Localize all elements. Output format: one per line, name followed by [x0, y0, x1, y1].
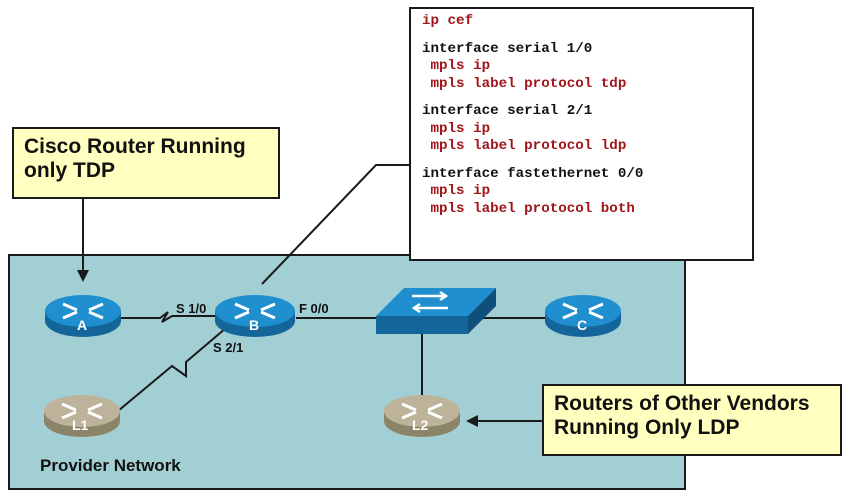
tdp-arrowhead	[77, 270, 89, 282]
config-callout: ip cef interface serial 1/0 mpls ip mpls …	[409, 7, 754, 261]
config-line: mpls ip	[422, 58, 491, 74]
config-gap	[422, 156, 752, 166]
config-pointer-line	[261, 164, 409, 285]
config-gap	[422, 93, 752, 103]
router-l2-icon	[384, 395, 460, 437]
ldp-callout-line-1: Routers of Other Vendors	[554, 392, 810, 415]
router-l2-label: L2	[412, 417, 429, 433]
interface-s21-label: S 2/1	[213, 340, 244, 355]
config-line: mpls label protocol both	[422, 200, 635, 217]
config-gap	[422, 31, 752, 41]
router-c-icon	[545, 295, 621, 337]
router-a-label: A	[77, 317, 88, 333]
interface-s10-label: S 1/0	[176, 301, 207, 316]
router-c-label: C	[577, 317, 588, 333]
tdp-callout-line-2: only TDP	[24, 159, 116, 182]
config-line: interface serial 1/0	[422, 40, 593, 57]
interface-f00-label: F 0/0	[299, 301, 329, 316]
provider-network-label: Provider Network	[40, 456, 181, 475]
switch-icon	[376, 288, 496, 334]
router-b-label: B	[249, 317, 260, 333]
config-line: interface fastethernet 0/0	[422, 165, 644, 182]
config-line: ip cef	[422, 13, 474, 29]
router-b-icon	[215, 295, 295, 337]
config-line: mpls ip	[422, 183, 491, 199]
tdp-callout: Cisco Router Running only TDP	[12, 127, 280, 199]
link-b-l1	[117, 327, 227, 412]
config-line: mpls label protocol tdp	[422, 75, 627, 92]
router-l1-icon	[44, 395, 120, 437]
config-line: interface serial 2/1	[422, 103, 593, 119]
link-a-b	[118, 311, 218, 323]
ldp-callout-line-2: Running Only LDP	[554, 416, 740, 439]
ldp-callout: Routers of Other Vendors Running Only LD…	[542, 384, 842, 456]
router-l1-label: L1	[72, 417, 89, 433]
tdp-callout-line-1: Cisco Router Running	[24, 135, 246, 158]
config-line: mpls ip	[422, 120, 491, 137]
config-line: mpls label protocol ldp	[422, 138, 627, 154]
ldp-arrowhead	[466, 415, 478, 427]
router-a-icon	[45, 295, 121, 337]
